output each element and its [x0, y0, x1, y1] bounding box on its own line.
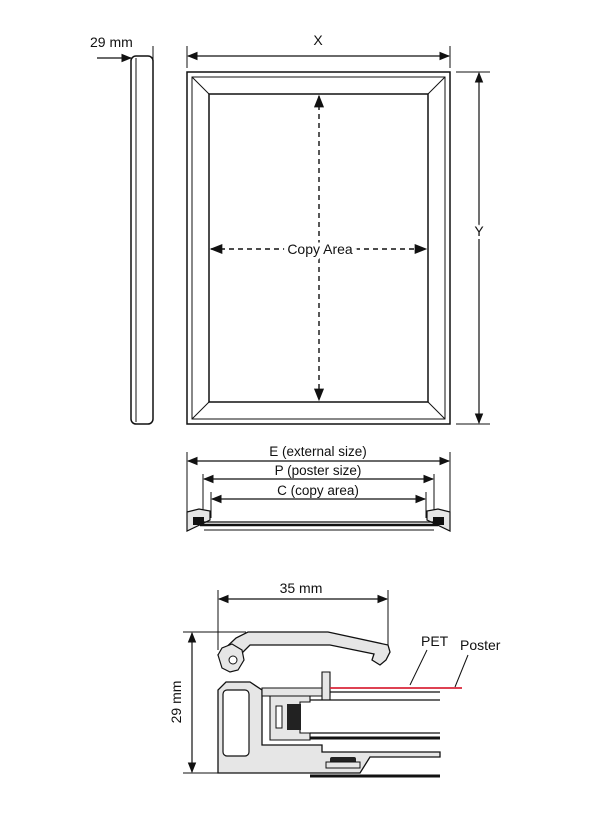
copy-area-size-label: C (copy area) [277, 483, 359, 498]
bottom-clip [325, 761, 361, 769]
profile-detail: 35 mm 29 mm PET Poster [168, 580, 501, 778]
frame-miter-top-left [191, 76, 210, 95]
copy-area-label: Copy Area [287, 241, 353, 257]
x-label: X [313, 32, 323, 48]
clip-slot [275, 705, 283, 729]
side-depth-label: 29 mm [90, 34, 133, 50]
hinge-pin [228, 655, 238, 665]
poster-leader [454, 654, 469, 688]
frame-outer-inner-line [191, 76, 446, 420]
side-view: 29 mm [90, 34, 154, 425]
top-section-profile [186, 508, 451, 532]
side-profile-outline [130, 55, 154, 425]
extrusion-shelf [261, 687, 331, 697]
frame-miter-bottom-left [191, 401, 210, 420]
profile-height-label: 29 mm [168, 681, 184, 724]
top-section-view: E (external size) P (poster size) C (cop… [186, 444, 451, 532]
extrusion-upright [321, 671, 331, 701]
front-view: X Y Copy Area [186, 32, 490, 425]
y-label: Y [474, 223, 484, 239]
pet-label: PET [421, 633, 449, 649]
frame-extrusion-body [217, 681, 441, 774]
frame-miter-bottom-right [427, 401, 446, 420]
extrusion-cavity [222, 689, 250, 757]
poster-label: Poster [460, 637, 501, 653]
frame-miter-top-right [427, 76, 446, 95]
pet-leader [409, 649, 428, 686]
backing-gasket [287, 704, 301, 730]
poster-size-label: P (poster size) [275, 463, 362, 478]
external-size-label: E (external size) [269, 444, 367, 459]
profile-width-label: 35 mm [280, 580, 323, 596]
